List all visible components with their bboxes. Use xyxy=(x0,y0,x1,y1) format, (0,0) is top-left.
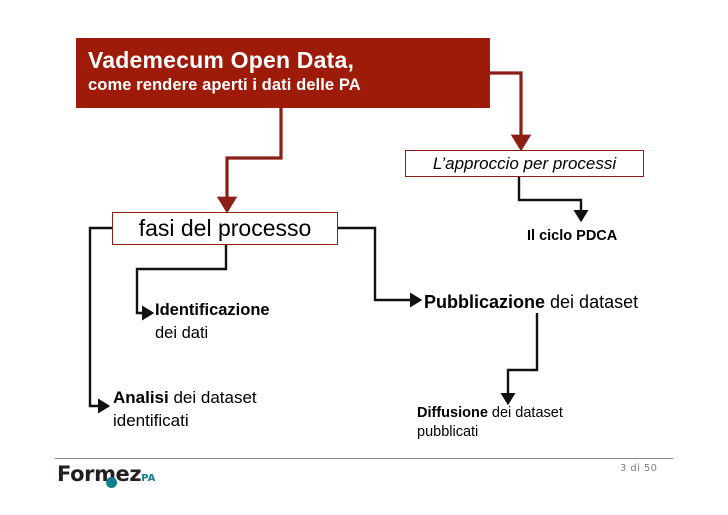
label-diffusione-rest: dei dataset xyxy=(487,405,563,421)
label-identificazione-rest: dei dati xyxy=(155,324,209,342)
label-analisi-line2: identificati xyxy=(113,411,189,430)
box-approccio-per-processi[interactable]: L’approccio per processi xyxy=(405,150,644,177)
logo-wordmark: Formez xyxy=(57,462,142,486)
connector-title-to-fasi xyxy=(216,108,283,214)
label-identificazione-bold: Identificazione xyxy=(155,301,270,319)
connector-pubblicazione-to-diffusione xyxy=(500,313,539,406)
label-analisi-rest: dei dataset xyxy=(168,388,257,407)
label-ciclo-pdca: Il ciclo PDCA xyxy=(527,228,618,244)
label-identificazione-dei-dati: Identificazione dei dati xyxy=(155,299,270,345)
formez-pa-logo: FormezPA xyxy=(57,462,155,488)
label-pubblicazione-bold: Pubblicazione xyxy=(424,292,546,312)
connector-fasi-to-analisi xyxy=(88,226,112,414)
slide-title-box: Vademecum Open Data, come rendere aperti… xyxy=(76,38,490,108)
label-diffusione-line2: pubblicati xyxy=(417,424,479,440)
label-diffusione-bold: Diffusione xyxy=(417,405,488,421)
label-pubblicazione-rest: dei dataset xyxy=(545,292,639,312)
box-fasi-del-processo[interactable]: fasi del processo xyxy=(112,212,338,245)
footer-divider xyxy=(55,458,673,459)
logo-pa-suffix: PA xyxy=(141,473,156,484)
connector-title-to-approccio xyxy=(490,71,532,152)
label-pubblicazione-dei-dataset: Pubblicazione dei dataset xyxy=(424,291,638,314)
slide-title-line2: come rendere aperti i dati delle PA xyxy=(88,76,361,94)
label-analisi-bold: Analisi xyxy=(113,388,169,407)
label-diffusione-dei-dataset: Diffusione dei dataset pubblicati xyxy=(417,404,563,442)
logo-dot-icon xyxy=(106,477,117,488)
label-analisi-dei-dataset: Analisi dei dataset identificati xyxy=(113,386,257,432)
slide-title-line1: Vademecum Open Data, xyxy=(88,47,355,73)
connector-approccio-to-pdca xyxy=(517,177,589,223)
page-number: 3 di 50 xyxy=(620,463,658,474)
connector-fasi-to-pubblicazione xyxy=(338,226,423,308)
